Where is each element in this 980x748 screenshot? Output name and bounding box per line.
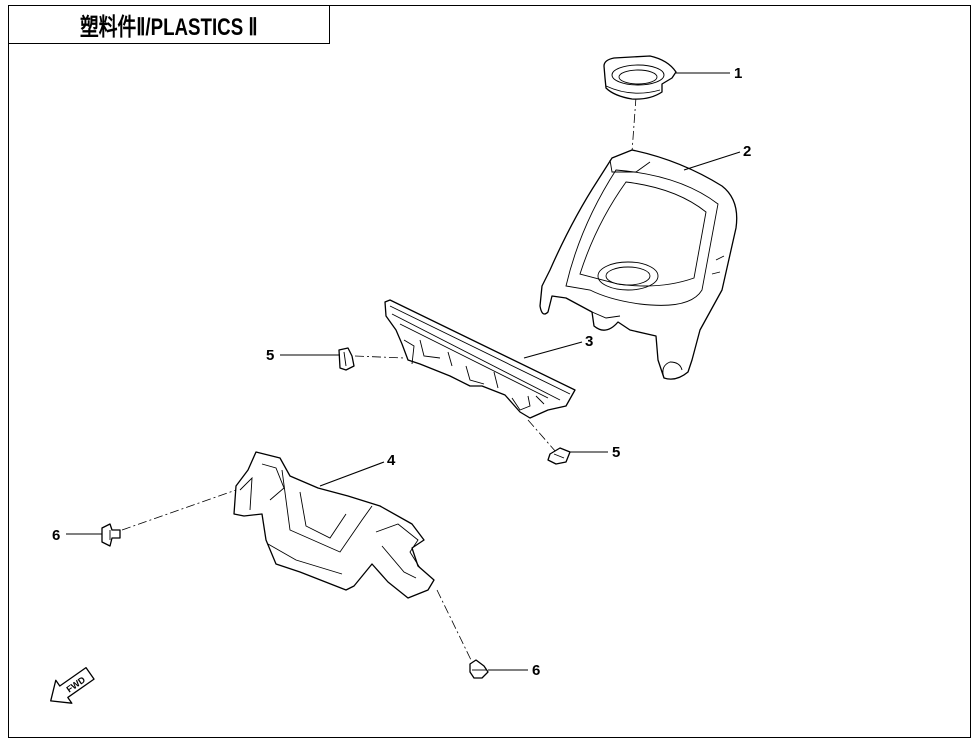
callout-6-bottom: 6 [532,662,540,679]
part-5-clip-upper [338,347,355,371]
callout-labels: 1 2 3 4 5 5 6 6 [52,65,751,679]
page-title: 塑料件Ⅱ/PLASTICS Ⅱ [80,14,258,41]
part-6-push-pin-bottom [469,659,489,679]
callout-2: 2 [743,143,751,160]
leader-lines [66,72,741,671]
part-2-console-housing [539,149,738,380]
callout-5-lower: 5 [612,444,620,461]
callout-4: 4 [387,452,396,469]
part-1-ring [603,55,677,100]
part-3-trim-bar [384,299,576,419]
callout-5-upper: 5 [266,347,274,364]
callout-1: 1 [734,65,742,82]
part-4-lower-cover [233,451,435,599]
forward-arrow-icon: FWD [50,666,95,704]
title-box: 塑料件Ⅱ/PLASTICS Ⅱ [8,5,330,44]
callout-6-left: 6 [52,527,60,544]
part-6-push-pin-left [101,523,121,547]
part-5-clip-lower [547,447,571,465]
assembly-centerlines [121,96,637,663]
callout-3: 3 [585,333,593,350]
